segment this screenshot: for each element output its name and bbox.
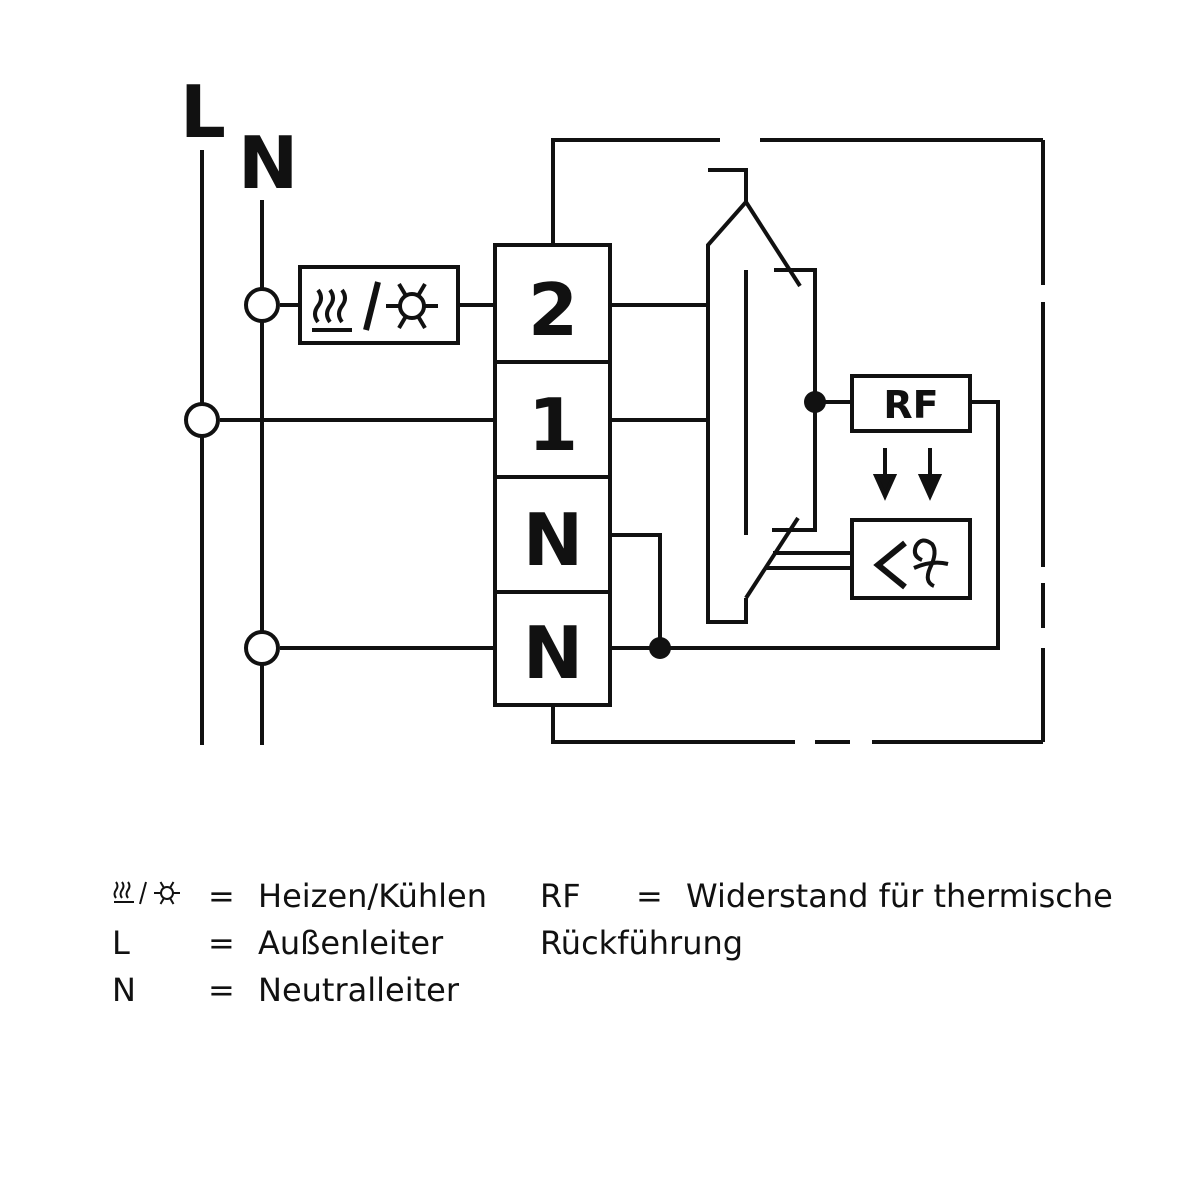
legend-equals: =: [208, 924, 235, 962]
legend-text: Rückführung: [540, 924, 744, 962]
legend-key: L: [112, 924, 130, 962]
load-box: [298, 265, 460, 345]
legend-equals: =: [636, 877, 663, 915]
legend-text: Außenleiter: [258, 924, 444, 962]
rf-resistor: [850, 374, 972, 433]
legend-key: RF: [540, 877, 581, 915]
temperature-sensor-icon: [873, 538, 949, 590]
legend-equals: =: [208, 877, 235, 915]
terminal-label-n: N: [523, 611, 583, 695]
terminal-label-n: N: [523, 498, 583, 582]
relay-actuator: [706, 168, 748, 624]
temperature-sensor-box: [850, 518, 972, 600]
junction-dot: [649, 637, 671, 659]
legend-text: Heizen/Kühlen: [258, 877, 487, 915]
junction-dot: [804, 391, 826, 413]
heating-cooling-icon: [312, 281, 438, 332]
terminal-circle: [184, 402, 220, 438]
legend-symbol: [112, 878, 184, 915]
legend-key: N: [112, 971, 136, 1009]
terminal-label-1: 1: [528, 383, 578, 467]
legend-text: Neutralleiter: [258, 971, 459, 1009]
neutral-label: N: [238, 121, 298, 205]
terminal-circle: [244, 630, 280, 666]
phase-label: L: [180, 70, 226, 154]
rf-label: RF: [883, 383, 938, 427]
arrow-down-icon: [872, 448, 943, 501]
terminal-circle: [244, 287, 280, 323]
legend-text: Widerstand für thermische: [686, 877, 1113, 915]
terminal-label-2: 2: [528, 268, 578, 352]
legend-equals: =: [208, 971, 235, 1009]
heating-cooling-icon: [113, 881, 180, 905]
